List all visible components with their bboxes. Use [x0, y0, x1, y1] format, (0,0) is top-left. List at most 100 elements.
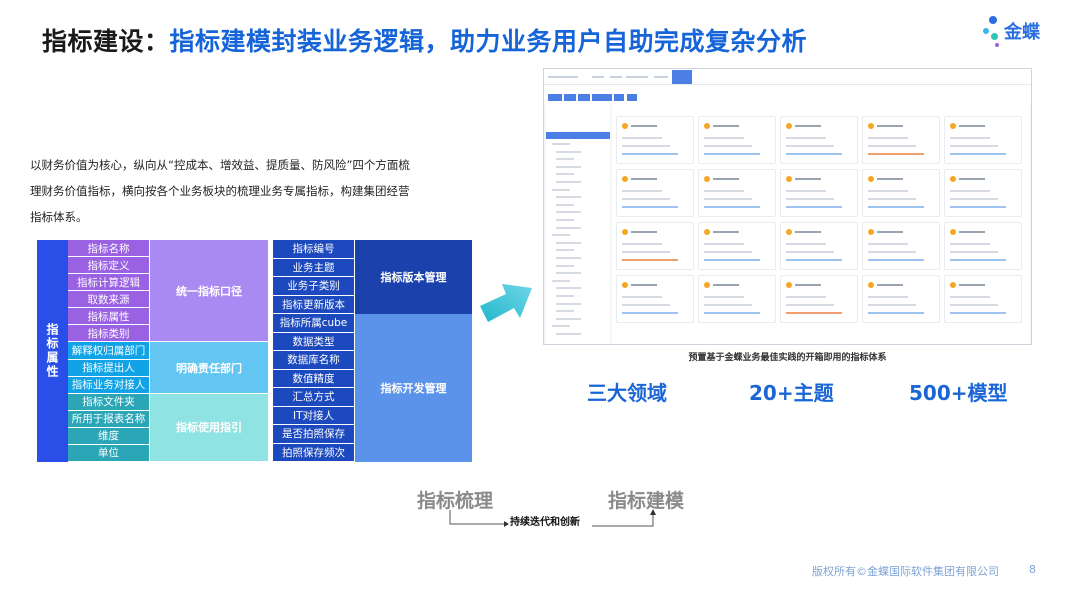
arrow-right-icon — [480, 284, 532, 322]
card-icon — [868, 123, 874, 129]
attribute-item: 单位 — [68, 444, 150, 462]
indicator-card — [698, 275, 776, 323]
card-link — [950, 153, 1006, 155]
toolbar-button — [592, 94, 612, 101]
card-title — [713, 231, 739, 233]
tree-item — [556, 181, 581, 183]
management-item: 数据库名称 — [273, 351, 355, 370]
card-icon — [950, 123, 956, 129]
indicator-card — [944, 275, 1022, 323]
attribute-table: 指标属性指标名称指标定义指标计算逻辑取数来源指标属性指标类别统一指标口径解释权归… — [37, 240, 268, 462]
card-icon — [786, 282, 792, 288]
card-link — [622, 312, 678, 314]
tree-item — [556, 165, 581, 168]
card-line — [950, 198, 998, 200]
tree-item — [556, 150, 581, 153]
card-line — [786, 190, 826, 192]
card-link — [950, 312, 1006, 314]
card-line — [622, 296, 662, 298]
card-link — [868, 312, 924, 314]
toolbar-button — [564, 94, 576, 101]
card-link — [868, 259, 924, 261]
page-title: 指标建设：指标建模封装业务逻辑，助力业务用户自助完成复杂分析 — [42, 22, 807, 58]
card-line — [868, 145, 916, 147]
copyright: 版权所有©金蝶国际软件集团有限公司 — [812, 565, 999, 578]
tree-item — [552, 234, 570, 237]
management-item: 汇总方式 — [273, 388, 355, 407]
card-line — [622, 304, 670, 306]
logo-text: 金蝶 — [1004, 22, 1040, 43]
card-line — [868, 304, 916, 306]
attribute-item: 指标文件夹 — [68, 393, 150, 411]
card-link — [622, 153, 678, 155]
indicator-card — [944, 116, 1022, 164]
card-title — [877, 178, 903, 180]
tree-item — [552, 143, 570, 145]
card-line — [868, 251, 916, 253]
card-title — [877, 125, 903, 127]
card-line — [868, 190, 908, 192]
attribute-item: 指标属性 — [68, 308, 150, 326]
tree-item — [556, 310, 574, 313]
card-line — [704, 296, 744, 298]
attribute-item: 所用于报表名称 — [68, 410, 150, 428]
nav-item — [654, 76, 668, 78]
card-link — [704, 312, 760, 314]
card-link — [950, 259, 1006, 261]
toolbar-button — [578, 94, 590, 101]
card-title — [959, 284, 985, 286]
attribute-group: 指标使用指引 — [150, 393, 268, 462]
card-line — [622, 137, 662, 139]
management-item: 指标更新版本 — [273, 295, 355, 314]
card-icon — [950, 282, 956, 288]
attribute-item: 解释权归属部门 — [68, 342, 150, 360]
indicator-card — [616, 169, 694, 217]
card-line — [786, 296, 826, 298]
management-item: 指标编号 — [273, 240, 355, 259]
screenshot-caption: 预置基于金蝶业务最佳实践的开箱即用的指标体系 — [688, 353, 887, 363]
card-line — [950, 304, 998, 306]
toolbar-button — [627, 94, 637, 101]
indicator-card — [944, 169, 1022, 217]
card-link — [786, 153, 842, 155]
card-line — [704, 137, 744, 139]
card-icon — [704, 123, 710, 129]
card-icon — [868, 229, 874, 235]
tree-item — [556, 333, 581, 335]
tree-item — [556, 158, 574, 161]
tree-item — [556, 302, 581, 305]
management-group: 指标版本管理 — [355, 240, 472, 314]
card-icon — [622, 282, 628, 288]
management-item: 是否拍照保存 — [273, 425, 355, 444]
card-line — [704, 145, 752, 147]
card-icon — [622, 176, 628, 182]
attribute-item: 指标定义 — [68, 257, 150, 275]
stat-topics: 20+主题 — [749, 381, 834, 405]
card-line — [704, 243, 744, 245]
card-line — [786, 251, 834, 253]
intro-text: 以财务价值为核心，纵向从“控成本、增效益、提质量、防风险”四个方面梳理财务价值指… — [30, 158, 410, 224]
card-icon — [950, 229, 956, 235]
card-link — [622, 259, 678, 261]
card-line — [622, 243, 662, 245]
card-line — [950, 251, 998, 253]
tree-item — [556, 226, 581, 229]
nav-item — [592, 76, 604, 78]
indicator-card — [862, 169, 940, 217]
card-link — [868, 153, 924, 155]
tree-item — [556, 257, 581, 259]
indicator-card — [616, 116, 694, 164]
tree-item — [552, 325, 570, 328]
card-icon — [786, 123, 792, 129]
app-top-nav — [544, 69, 1031, 85]
card-line — [704, 251, 752, 253]
tree-item — [556, 272, 581, 275]
card-title — [795, 284, 821, 286]
attribute-group: 明确责任部门 — [150, 342, 268, 394]
tree-item — [556, 219, 574, 221]
flow-to: 指标建模 — [608, 490, 685, 512]
card-icon — [704, 229, 710, 235]
card-line — [622, 198, 670, 200]
card-title — [631, 178, 657, 180]
stat-models: 500+模型 — [909, 381, 1008, 405]
